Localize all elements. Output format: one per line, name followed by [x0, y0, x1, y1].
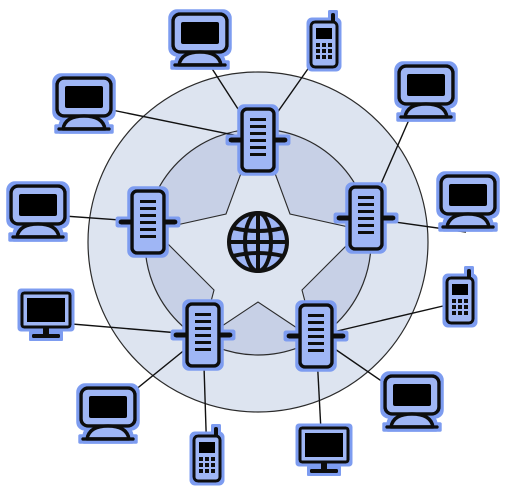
- monitor-icon: [55, 76, 113, 131]
- phone-icon: [309, 11, 339, 69]
- core-links: [153, 126, 363, 341]
- globe-icon: [227, 211, 289, 273]
- monitor-icon: [9, 184, 67, 239]
- phone-icon: [445, 267, 475, 325]
- phone-icon: [192, 425, 222, 483]
- monitor-icon: [20, 291, 72, 340]
- monitor-icon: [397, 64, 455, 119]
- monitor-icon: [79, 386, 137, 441]
- monitor-icon: [171, 12, 229, 67]
- monitor-icon: [298, 426, 350, 475]
- monitor-icon: [439, 174, 497, 229]
- monitor-icon: [383, 374, 441, 429]
